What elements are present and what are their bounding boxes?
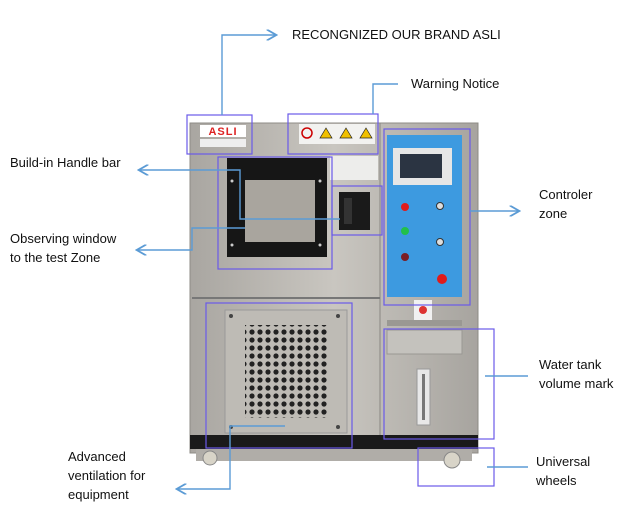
label-handle-bar: Build-in Handle bar: [10, 155, 121, 170]
ventilation-grille: [224, 309, 348, 434]
label-brand: RECONGNIZED OUR BRAND ASLI: [292, 27, 501, 42]
label-line: volume mark: [539, 376, 614, 391]
warning-stickers: [299, 124, 375, 144]
label-controller-zone: Controler zone: [539, 185, 592, 223]
wheels: [202, 450, 461, 469]
label-water-tank: Water tank volume mark: [539, 355, 613, 393]
label-line: Advanced: [68, 449, 126, 464]
label-line: zone: [539, 206, 568, 221]
label-ventilation: Advanced ventilation for equipment: [68, 447, 145, 504]
handle-bar: [339, 192, 370, 230]
brand-logo: ASLI: [208, 126, 237, 138]
label-line: wheels: [536, 473, 577, 488]
label-line: Observing window: [10, 231, 117, 246]
label-line: Water tank: [539, 357, 602, 372]
label-line: Universal: [536, 454, 591, 469]
label-line: Controler: [539, 187, 593, 202]
label-line: ventilation for: [68, 468, 146, 483]
label-warning-notice: Warning Notice: [411, 76, 500, 91]
label-wheels: Universal wheels: [536, 452, 590, 490]
label-observing-window: Observing window to the test Zone: [10, 229, 116, 267]
callout-lines: [138, 35, 528, 489]
label-line: to the test Zone: [10, 250, 101, 265]
touch-screen: [400, 154, 442, 178]
highlight-boxes: [186, 113, 495, 487]
observation-window: [227, 158, 327, 257]
base: [190, 435, 478, 449]
instruction-sticker: [330, 156, 378, 180]
label-line: equipment: [68, 487, 129, 502]
control-panel: [387, 135, 462, 297]
logo-plate: [200, 125, 246, 137]
